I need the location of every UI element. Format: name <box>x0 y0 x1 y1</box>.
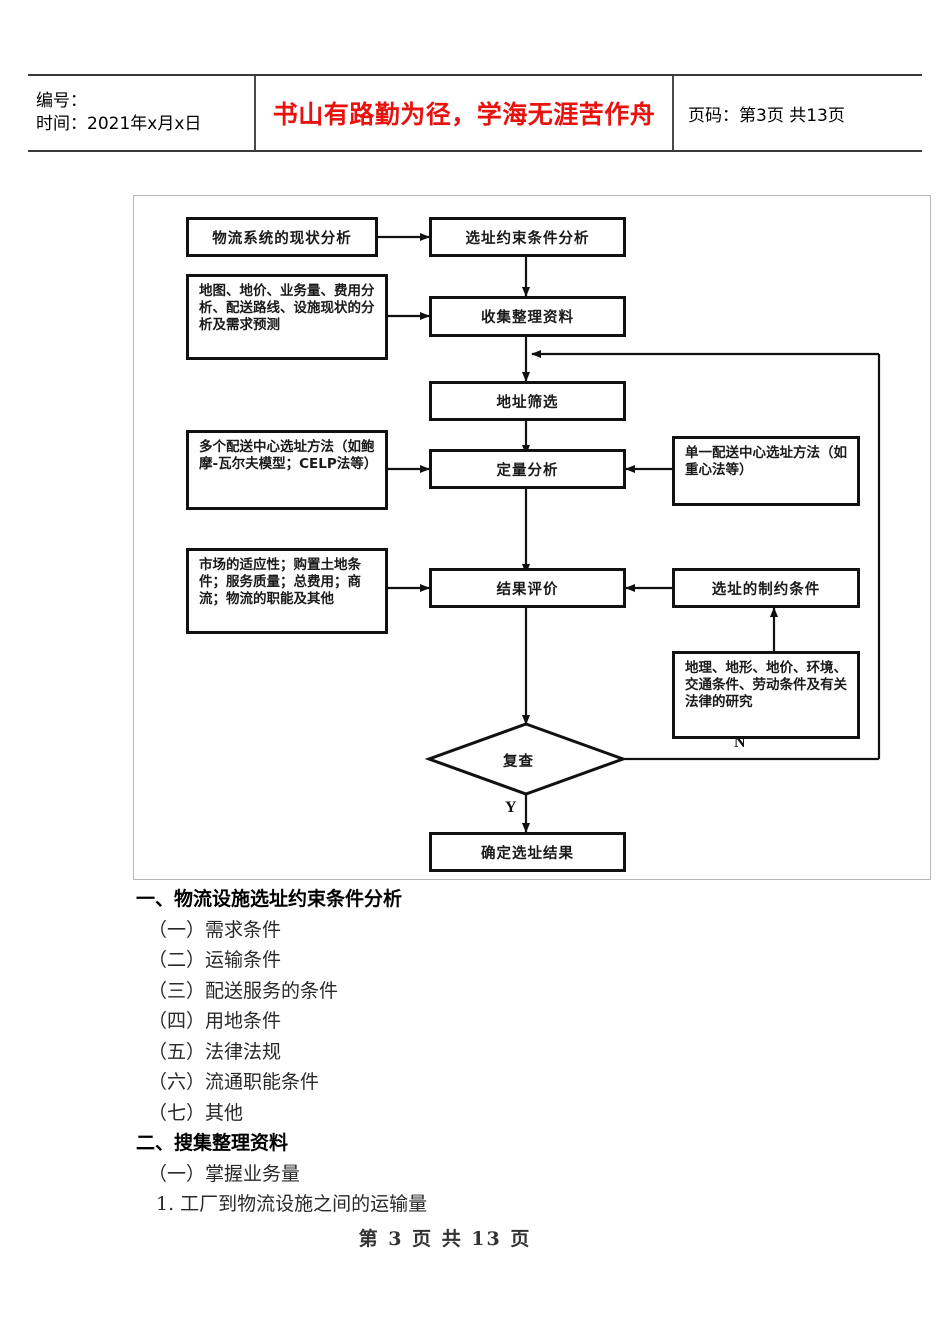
node-market-factors: 市场的适应性；购置土地条件；服务质量；总费用；商流；物流的职能及其他 <box>186 548 388 634</box>
header-serial-number: 编号： <box>36 91 87 111</box>
branch-label-no: N <box>734 734 746 751</box>
node-review-decision: 复查 <box>503 754 534 770</box>
node-geo-research: 地理、地形、地价、环境、交通条件、劳动条件及有关法律的研究 <box>672 651 860 739</box>
node-single-center-methods: 单一配送中心选址方法（如重心法等） <box>672 436 860 506</box>
document-body: 一、物流设施选址约束条件分析 （一）需求条件 （二）运输条件 （三）配送服务的条件 （四… <box>136 884 836 1220</box>
body-line: （六）流通职能条件 <box>148 1071 320 1093</box>
body-line: （一）需求条件 <box>148 918 282 941</box>
node-multi-center-methods: 多个配送中心选址方法（如鲍摩-瓦尔夫模型；CELP法等） <box>186 430 388 510</box>
header-motto-cell: 书山有路勤为径，学海无涯苦作舟 <box>256 76 674 150</box>
flowchart-figure: 物流系统的现状分析 选址约束条件分析 地图、地价、业务量、费用分析、配送路线、设… <box>133 195 931 880</box>
body-line: （七）其他 <box>148 1101 244 1124</box>
section-heading: 二、搜集整理资料 <box>136 1132 289 1154</box>
node-site-screening: 地址筛选 <box>429 381 626 421</box>
body-line: （五）法律法规 <box>148 1040 282 1063</box>
node-final-result: 确定选址结果 <box>429 832 626 872</box>
body-line: （四）用地条件 <box>148 1010 282 1032</box>
header-page-number: 页码：第3页 共13页 <box>688 105 845 126</box>
footer-page-indicator: 第 3 页 共 13 页 <box>358 1228 532 1250</box>
node-current-status: 物流系统的现状分析 <box>186 217 378 257</box>
node-quantitative-analysis: 定量分析 <box>429 449 626 489</box>
header-left-cell: 编号： 时间：2021年x月x日 <box>28 76 256 150</box>
body-line: （二）运输条件 <box>148 949 282 971</box>
node-site-constraints: 选址的制约条件 <box>672 568 860 608</box>
node-constraint-analysis: 选址约束条件分析 <box>429 217 626 257</box>
section-heading: 一、物流设施选址约束条件分析 <box>136 888 403 910</box>
document-header-table: 编号： 时间：2021年x月x日 书山有路勤为径，学海无涯苦作舟 页码：第3页 … <box>28 74 922 152</box>
flowchart-connectors <box>377 233 881 833</box>
body-line: 1. 工厂到物流设施之间的运输量 <box>156 1193 428 1215</box>
header-pagination-cell: 页码：第3页 共13页 <box>674 76 922 150</box>
node-collect-data: 收集整理资料 <box>429 296 626 337</box>
document-footer: 第 3 页 共 13 页 <box>0 1224 950 1251</box>
body-line: （一）掌握业务量 <box>148 1162 301 1185</box>
node-data-inputs: 地图、地价、业务量、费用分析、配送路线、设施现状的分析及需求预测 <box>186 274 388 360</box>
header-date: 时间：2021年x月x日 <box>36 114 202 134</box>
branch-label-yes: Y <box>505 799 517 816</box>
body-line: （三）配送服务的条件 <box>148 979 339 1002</box>
node-result-evaluation: 结果评价 <box>429 568 626 608</box>
header-motto: 书山有路勤为径，学海无涯苦作舟 <box>272 100 656 129</box>
